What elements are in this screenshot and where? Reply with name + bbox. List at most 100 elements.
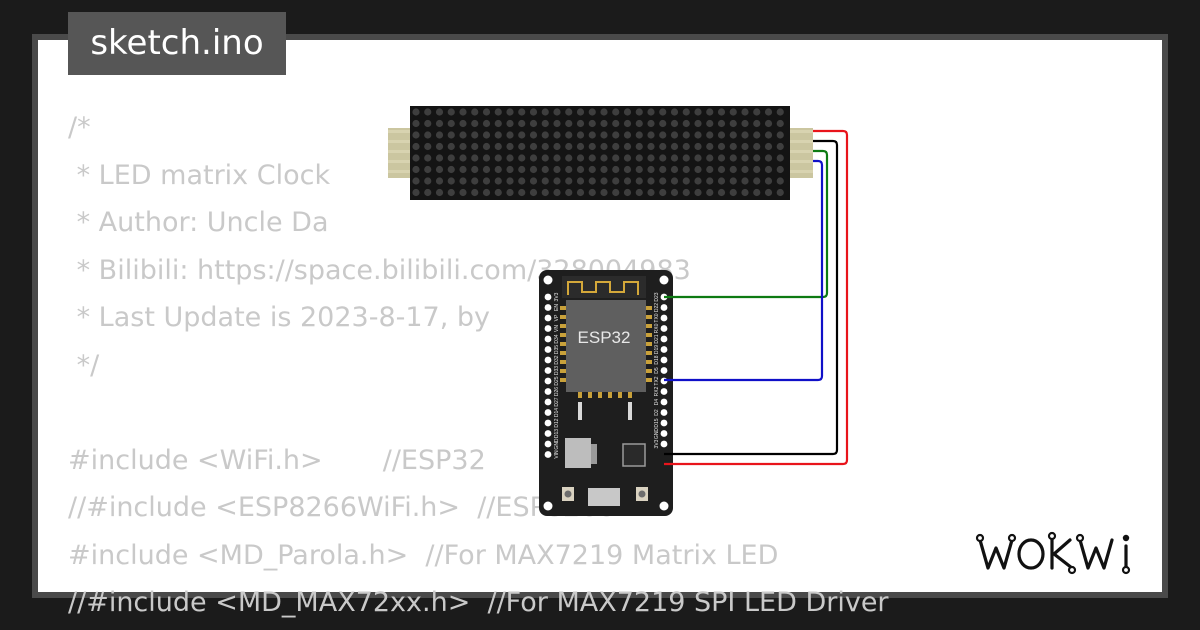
led-dot xyxy=(471,188,479,197)
led-dot xyxy=(623,154,632,162)
led-dot xyxy=(659,188,667,197)
led-dot xyxy=(447,188,455,197)
led-dot xyxy=(553,154,561,162)
led-dot xyxy=(635,177,643,185)
file-name-tab: sketch.ino xyxy=(68,12,286,75)
pin-label-left: EN xyxy=(554,304,560,311)
led-dot xyxy=(576,154,585,162)
led-dot xyxy=(541,142,549,151)
led-dot xyxy=(447,108,455,116)
led-dot xyxy=(424,119,432,128)
led-dot xyxy=(623,177,632,185)
led-dot xyxy=(565,177,573,185)
led-dot xyxy=(412,177,420,185)
led-dot xyxy=(435,165,444,174)
led-dot xyxy=(471,119,479,128)
led-dot xyxy=(729,142,737,151)
code-line: * LED matrix Clock xyxy=(68,159,331,191)
led-dot xyxy=(682,119,690,128)
led-dot xyxy=(682,108,690,116)
header-pin-right xyxy=(660,409,668,416)
button-cap xyxy=(564,490,572,498)
led-dot xyxy=(635,188,643,197)
header-pin-left xyxy=(544,430,552,437)
led-dot xyxy=(435,177,444,185)
header-pin-right xyxy=(660,314,668,322)
pin-label-left: D26 xyxy=(554,387,560,396)
led-dot xyxy=(741,108,749,116)
led-dot xyxy=(600,131,608,139)
pin-label-left: D33 xyxy=(554,366,560,375)
led-matrix-module[interactable] xyxy=(388,106,813,200)
led-dot xyxy=(482,108,491,116)
led-dot xyxy=(424,131,432,139)
led-dot xyxy=(729,119,737,128)
led-dot xyxy=(659,108,667,116)
led-dot xyxy=(506,154,514,162)
led-dot xyxy=(635,142,643,151)
led-dot xyxy=(706,154,714,162)
led-dot xyxy=(435,119,444,128)
led-dot xyxy=(706,131,714,139)
module-pad xyxy=(646,342,652,346)
led-dot xyxy=(717,119,726,128)
led-dot xyxy=(706,108,714,116)
led-dot xyxy=(741,177,749,185)
module-pad xyxy=(560,315,566,319)
module-pad xyxy=(560,360,566,364)
led-dot xyxy=(753,119,761,128)
led-dot xyxy=(471,154,479,162)
led-dot xyxy=(600,154,608,162)
header-pin-left xyxy=(544,293,552,301)
mounting-hole xyxy=(543,501,553,511)
led-dot xyxy=(518,119,526,128)
led-dot xyxy=(753,177,761,185)
led-dot xyxy=(623,165,632,174)
led-dot xyxy=(753,188,761,197)
header-pin-left xyxy=(544,367,552,374)
led-dot xyxy=(553,119,561,128)
pin-label-left: D34 xyxy=(554,334,560,343)
led-dot xyxy=(776,154,784,162)
led-dot xyxy=(753,108,761,116)
led-dot xyxy=(635,154,643,162)
led-dot xyxy=(471,177,479,185)
led-dot xyxy=(518,188,526,197)
led-dot xyxy=(623,142,632,151)
led-dot xyxy=(482,142,491,151)
led-dot xyxy=(447,154,455,162)
esp32-devkit-board[interactable]: ESP323V3ENVPVND34D35D32D33D25D26D27D14D1… xyxy=(539,270,673,516)
led-dot xyxy=(506,119,514,128)
header-pin xyxy=(788,140,813,143)
led-dot xyxy=(600,119,608,128)
led-dot xyxy=(541,177,549,185)
antenna-trace xyxy=(567,281,639,295)
led-dot xyxy=(494,142,502,151)
code-preview: /* * LED matrix Clock * Author: Uncle Da… xyxy=(68,104,889,627)
led-dot xyxy=(612,188,620,197)
led-dot xyxy=(600,108,608,116)
led-dot xyxy=(600,165,608,174)
led-dot xyxy=(659,165,667,174)
led-dot xyxy=(741,188,749,197)
led-dot xyxy=(753,165,761,174)
module-pad xyxy=(646,306,652,310)
pin-label-left: D25 xyxy=(554,376,560,385)
led-dot xyxy=(565,108,573,116)
header-pin-left xyxy=(544,409,552,416)
led-dot xyxy=(588,177,596,185)
led-dot xyxy=(694,108,702,116)
pin-label-right: D2 xyxy=(654,409,660,416)
led-dot xyxy=(764,108,773,116)
led-dot xyxy=(670,142,679,151)
led-dot xyxy=(412,188,420,197)
led-dot xyxy=(576,108,585,116)
led-dot xyxy=(482,177,491,185)
led-dot xyxy=(588,108,596,116)
led-dot xyxy=(776,131,784,139)
led-dot xyxy=(459,131,467,139)
led-dot xyxy=(424,154,432,162)
chip-label: ESP32 xyxy=(578,328,631,347)
header-pin-right xyxy=(660,440,668,448)
led-dot xyxy=(424,108,432,116)
